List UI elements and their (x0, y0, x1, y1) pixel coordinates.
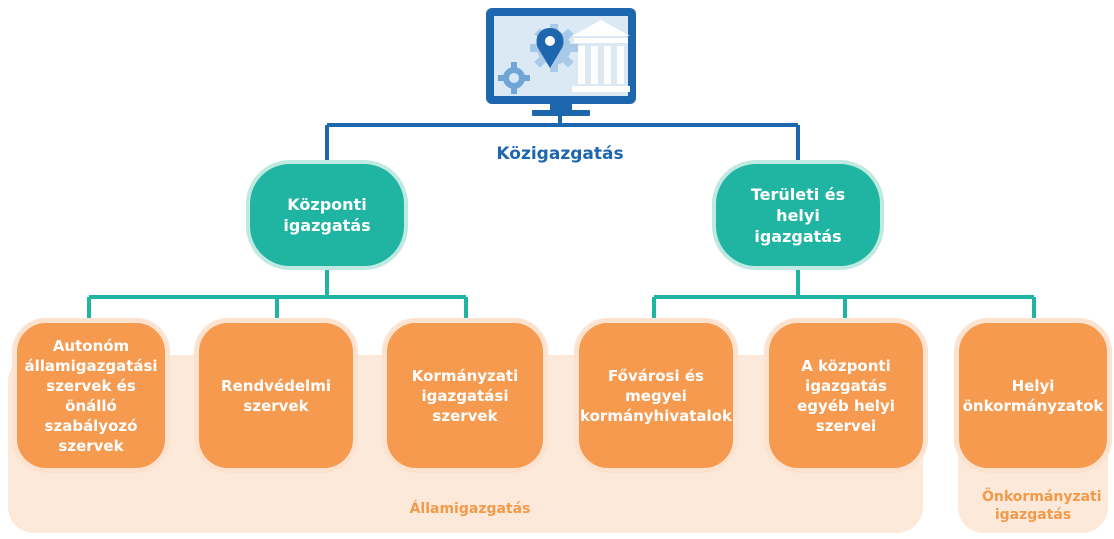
node-rendvedelmi-szervek: Rendvédelmi szervek (194, 318, 358, 473)
left-branch-connectors (87, 268, 468, 320)
group-label-allamigazgatas: Államigazgatás (409, 501, 531, 517)
node-kozponti-igazgatas-egyeb-helyi-szervei: A központi igazgatás egyéb helyi szervei (764, 318, 928, 473)
root-label: Közigazgatás (496, 144, 624, 164)
node-autonom-allamigazgatasi-szervek: Autonóm államigazgatási szervek és önáll… (12, 318, 170, 473)
node-teruleti-es-helyi-igazgatas: Területi és helyi igazgatás (712, 160, 884, 270)
node-kozponti-igazgatas: Központi igazgatás (246, 160, 408, 270)
node-kormanyzati-igazgatasi-szervek: Kormányzati igazgatási szervek (382, 318, 548, 473)
node-helyi-onkormanyzatok: Helyi önkormányzatok (954, 318, 1112, 473)
monitor-government-icon (486, 8, 636, 116)
group-label-onkormanyzati-igazgatas: Önkormányzati igazgatás (982, 489, 1102, 523)
node-fovarosi-es-megyei-kormanyhivatalok: Fővárosi és megyei kormányhivatalok (574, 318, 738, 473)
right-branch-connectors (652, 268, 1036, 320)
